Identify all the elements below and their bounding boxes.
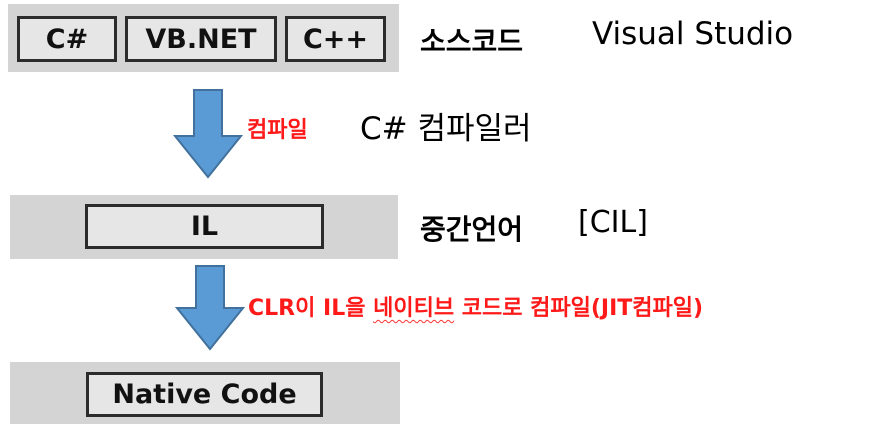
native-code-box: Native Code (86, 372, 323, 417)
jit-text-part1: CLR이 IL을 (248, 296, 374, 321)
il-box: IL (85, 204, 324, 249)
cpp-box: C++ (285, 16, 386, 62)
down-arrow-icon (172, 89, 244, 179)
compile-label: 컴파일 (247, 118, 308, 143)
jit-compile-label: CLR이 IL을 네이티브 코드로 컴파일(JIT컴파일) (248, 290, 703, 322)
visual-studio-label: Visual Studio (592, 16, 794, 52)
intermediate-language-label: 중간언어 (420, 213, 524, 246)
source-code-label: 소스코드 (420, 25, 524, 58)
csharp-box: C# (17, 16, 117, 62)
jit-text-part2: 네이티브 (373, 296, 455, 321)
down-arrow-icon (174, 265, 246, 351)
csharp-compiler-label: C# 컴파일러 (360, 111, 532, 147)
cil-label: [CIL] (578, 205, 648, 240)
jit-text-part3: 코드로 컴파일(JIT컴파일) (454, 296, 704, 321)
vbnet-box: VB.NET (125, 16, 277, 62)
